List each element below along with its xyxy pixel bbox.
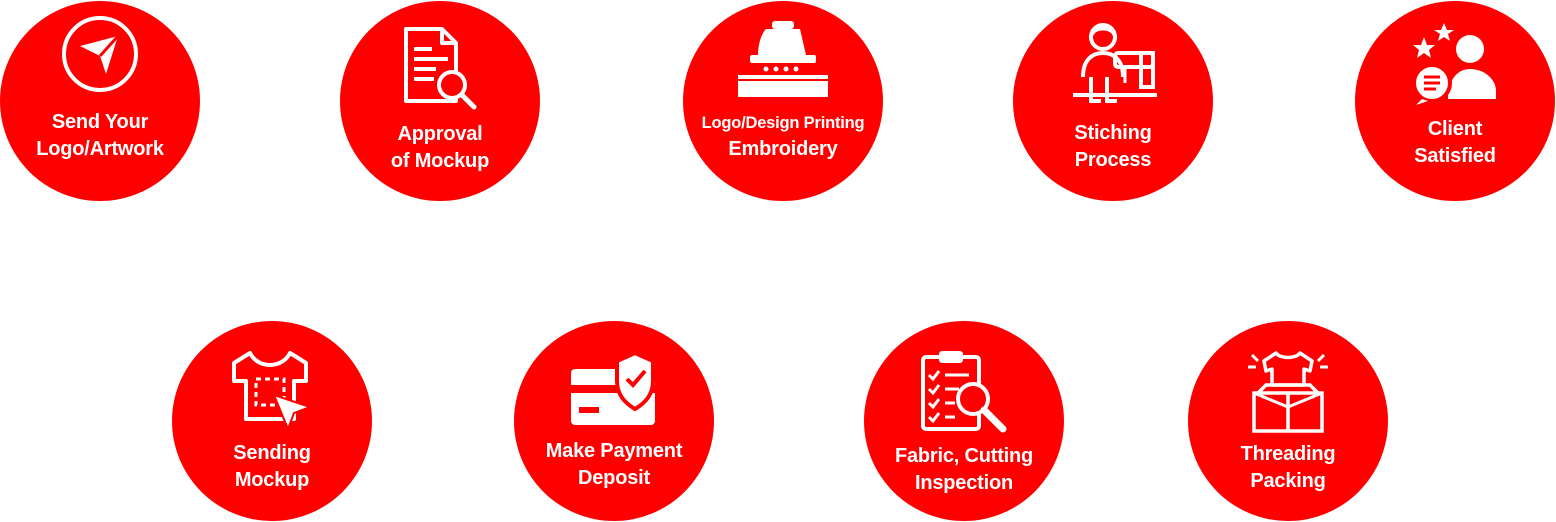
- iron-press-icon: [736, 19, 830, 99]
- step-stitching: Stiching Process: [1013, 1, 1213, 201]
- step-label: Make Payment Deposit: [545, 440, 683, 489]
- step-label: Client Satisfied: [1414, 118, 1496, 167]
- step-label: Sending Mockup: [233, 442, 311, 491]
- step-label: Threading Packing: [1240, 443, 1336, 492]
- box-shirt-icon: [1246, 349, 1330, 435]
- step-printing: Logo/Design Printing Embroidery: [683, 1, 883, 201]
- card-shield-icon: [569, 350, 659, 431]
- step-client-satisfied: Client Satisfied: [1355, 1, 1555, 201]
- send-arrow-icon: [60, 16, 140, 92]
- clipboard-inspect-icon: [919, 349, 1009, 435]
- document-search-icon: [402, 27, 478, 110]
- step-label: Approval of Mockup: [390, 123, 490, 172]
- step-sending-mockup: Sending Mockup: [172, 321, 372, 521]
- step-fabric-inspection: Fabric, Cutting Inspection: [864, 321, 1064, 521]
- client-review-icon: [1412, 21, 1498, 105]
- sewing-machine-icon: [1067, 19, 1159, 113]
- shirt-mockup-icon: [230, 351, 314, 433]
- step-label: Stiching Process: [1074, 122, 1152, 171]
- step-label: Fabric, Cutting Inspection: [894, 445, 1034, 494]
- step-send-logo: Send Your Logo/Artwork: [0, 1, 200, 201]
- step-payment: Make Payment Deposit: [514, 321, 714, 521]
- step-threading-packing: Threading Packing: [1188, 321, 1388, 521]
- step-approval: Approval of Mockup: [340, 1, 540, 201]
- step-label: Logo/Design Printing Embroidery: [701, 114, 865, 160]
- step-label: Send Your Logo/Artwork: [36, 111, 164, 160]
